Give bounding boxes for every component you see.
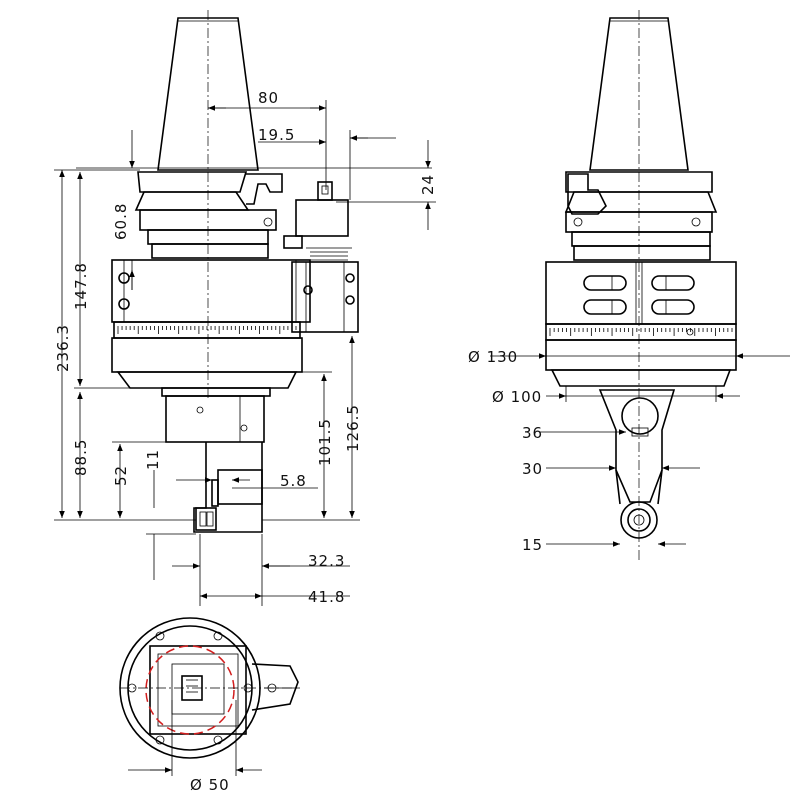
tool-circle-highlight bbox=[145, 645, 235, 735]
dim-101-5: 101.5 bbox=[316, 418, 334, 466]
dim-dia-130: Ø 130 bbox=[468, 348, 518, 366]
dim-24: 24 bbox=[419, 174, 437, 195]
dim-dia-100: Ø 100 bbox=[492, 388, 542, 406]
dim-30: 30 bbox=[522, 460, 543, 478]
dim-88-5: 88.5 bbox=[72, 439, 90, 476]
dim-dia-50: Ø 50 bbox=[190, 776, 230, 794]
dim-80: 80 bbox=[258, 89, 279, 107]
dim-36: 36 bbox=[522, 424, 543, 442]
front-view: 80 19.5 24 60.8 147.8 236.3 88.5 52 bbox=[54, 10, 437, 606]
dim-32-3: 32.3 bbox=[308, 552, 345, 570]
dim-19-5: 19.5 bbox=[258, 126, 295, 144]
dim-236-3: 236.3 bbox=[54, 324, 72, 372]
dim-5-8: 5.8 bbox=[280, 472, 307, 490]
dim-126-5: 126.5 bbox=[344, 404, 362, 452]
scale-ticks bbox=[117, 326, 297, 334]
side-slots bbox=[583, 275, 695, 315]
bottom-view: Ø 50 bbox=[119, 617, 300, 794]
dim-15: 15 bbox=[522, 536, 543, 554]
side-view: Ø 130 Ø 100 36 30 15 bbox=[468, 10, 790, 560]
side-scale-ticks bbox=[549, 328, 733, 336]
dim-147-8: 147.8 bbox=[72, 262, 90, 310]
dim-11: 11 bbox=[144, 449, 162, 470]
dim-41-8: 41.8 bbox=[308, 588, 345, 606]
dim-52: 52 bbox=[112, 465, 130, 486]
dim-60-8: 60.8 bbox=[112, 203, 130, 240]
